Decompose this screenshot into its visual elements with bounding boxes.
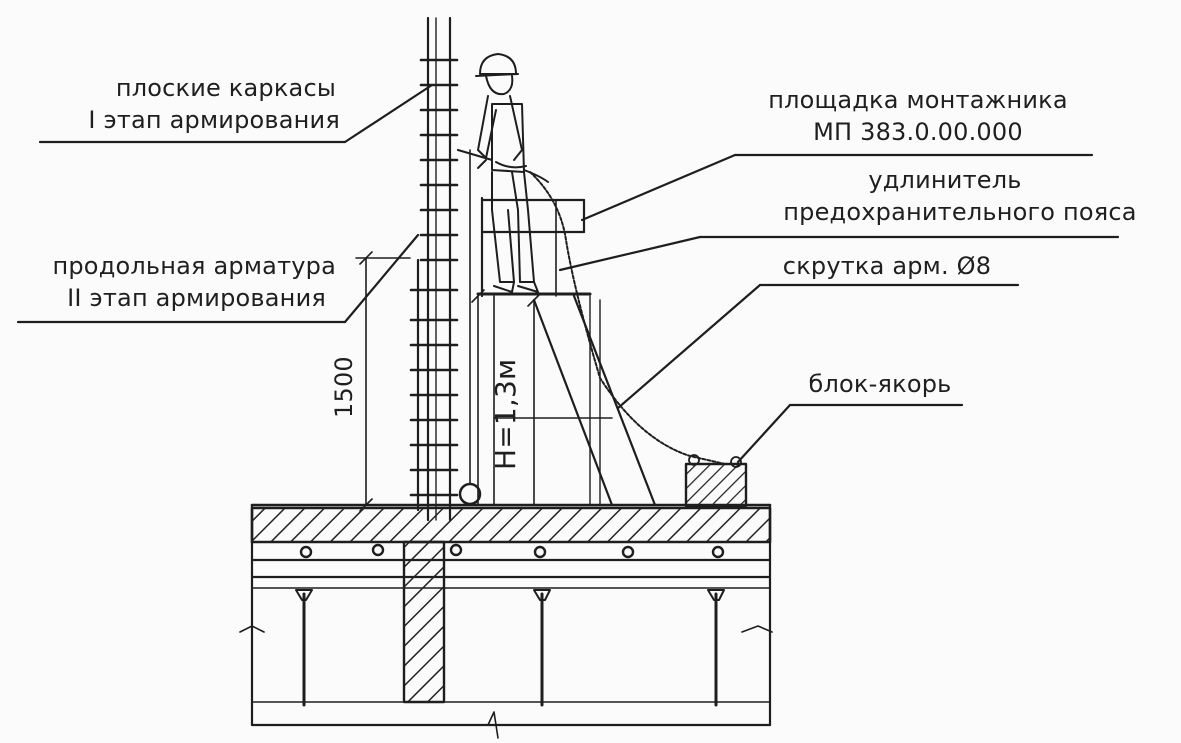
column-rebar-frame [409,16,459,522]
anchor-block [684,454,748,508]
pulley-wheel [458,482,482,506]
dimension-1500 [355,251,411,512]
leader-twist [616,283,1020,410]
floor-slab [239,503,773,739]
formwork-props [295,589,725,707]
leader-extender [558,235,1120,272]
label-long-rebar-line1: продольная арматура [52,252,336,280]
label-flat-frames-line2: I этап армирования [88,106,340,134]
label-platform-line1: площадка монтажника [768,86,1068,114]
label-long-rebar-line2: II этап армирования [67,284,326,312]
label-extender-line1: удлинитель [868,166,1022,194]
worker-figure [475,53,549,293]
label-flat-frames-line1: плоские каркасы [115,74,336,102]
safety-rope [529,171,726,465]
label-anchor: блок-якорь [808,370,952,398]
label-dimension-height: H=1,3м [489,358,522,470]
column-section [251,540,771,704]
label-twist: скрутка арм. Ø8 [782,252,992,280]
leader-anchor [736,403,964,464]
label-platform-line2: МП 383.0.00.000 [813,118,1023,146]
label-extender-line2: предохранительного пояса [783,198,1137,226]
leader-flat-frames [38,83,434,144]
label-dimension-1500: 1500 [330,356,358,418]
leader-long-rebar [16,233,420,324]
leader-platform [580,153,1094,222]
